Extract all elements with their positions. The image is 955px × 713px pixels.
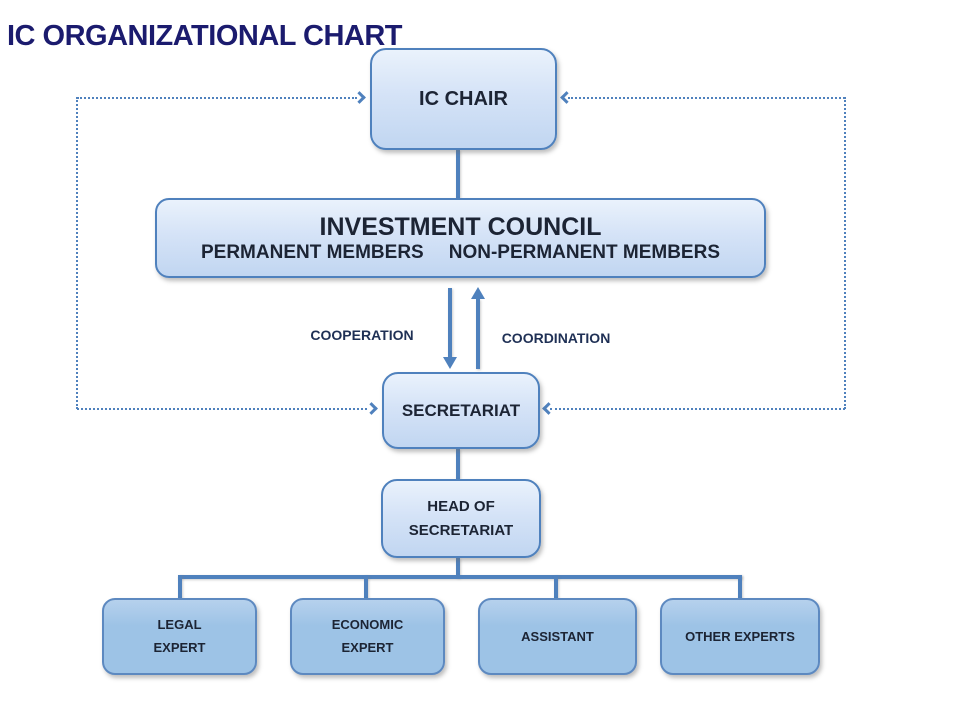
- coordination-arrowhead: [471, 287, 485, 299]
- connector-bottom-bus: [178, 575, 742, 579]
- connector-secretariat-head: [456, 449, 460, 479]
- arrowhead-into-secretariat-right: [542, 402, 555, 415]
- dotted-line-bottom-right: [550, 408, 845, 410]
- connector-drop-assistant: [554, 575, 558, 600]
- non-permanent-members-label: NON-PERMANENT MEMBERS: [448, 241, 720, 263]
- permanent-members-label: PERMANENT MEMBERS: [200, 241, 424, 263]
- node-head-of-secretariat: HEAD OF SECRETARIAT: [381, 479, 541, 558]
- secretariat-label: SECRETARIAT: [401, 400, 521, 420]
- dotted-line-top-left: [77, 97, 357, 99]
- connector-head-stem: [456, 558, 460, 578]
- cooperation-label: COOPERATION: [310, 327, 414, 343]
- investment-council-title: INVESTMENT COUNCIL: [319, 212, 602, 241]
- assistant-label: ASSISTANT: [521, 629, 594, 644]
- connector-drop-economic: [364, 575, 368, 600]
- cooperation-arrow-shaft: [448, 288, 452, 358]
- page-title: IC ORGANIZATIONAL CHART: [7, 20, 403, 52]
- other-experts-label: OTHER EXPERTS: [685, 629, 795, 644]
- node-legal-expert: LEGAL EXPERT: [102, 598, 257, 675]
- coordination-label: COORDINATION: [501, 330, 611, 346]
- ic-chair-label: IC CHAIR: [419, 87, 508, 110]
- connector-drop-other: [738, 575, 742, 600]
- legal-line2: EXPERT: [153, 639, 206, 655]
- investment-council-subrow: PERMANENT MEMBERS NON-PERMANENT MEMBERS: [201, 242, 720, 265]
- arrowhead-into-ic-chair-right: [560, 91, 573, 104]
- head-line1: HEAD OF: [427, 498, 495, 516]
- arrowhead-into-ic-chair-left: [353, 91, 366, 104]
- connector-drop-legal: [178, 575, 182, 600]
- economic-line1: ECONOMIC: [331, 617, 404, 633]
- node-investment-council: INVESTMENT COUNCIL PERMANENT MEMBERS NON…: [155, 198, 766, 278]
- cooperation-arrowhead: [443, 357, 457, 369]
- coordination-arrow-shaft: [476, 299, 480, 369]
- connector-chair-council: [456, 150, 460, 198]
- dotted-line-left: [76, 97, 78, 409]
- dotted-line-bottom-left: [77, 408, 367, 410]
- node-economic-expert: ECONOMIC EXPERT: [290, 598, 445, 675]
- arrowhead-into-secretariat-left: [365, 402, 378, 415]
- economic-line2: EXPERT: [341, 639, 394, 655]
- legal-line1: LEGAL: [157, 617, 202, 633]
- head-line2: SECRETARIAT: [408, 521, 514, 539]
- node-secretariat: SECRETARIAT: [382, 372, 540, 449]
- node-ic-chair: IC CHAIR: [370, 48, 557, 150]
- dotted-line-right: [844, 97, 846, 409]
- node-other-experts: OTHER EXPERTS: [660, 598, 820, 675]
- dotted-line-top-right: [568, 97, 845, 99]
- node-assistant: ASSISTANT: [478, 598, 637, 675]
